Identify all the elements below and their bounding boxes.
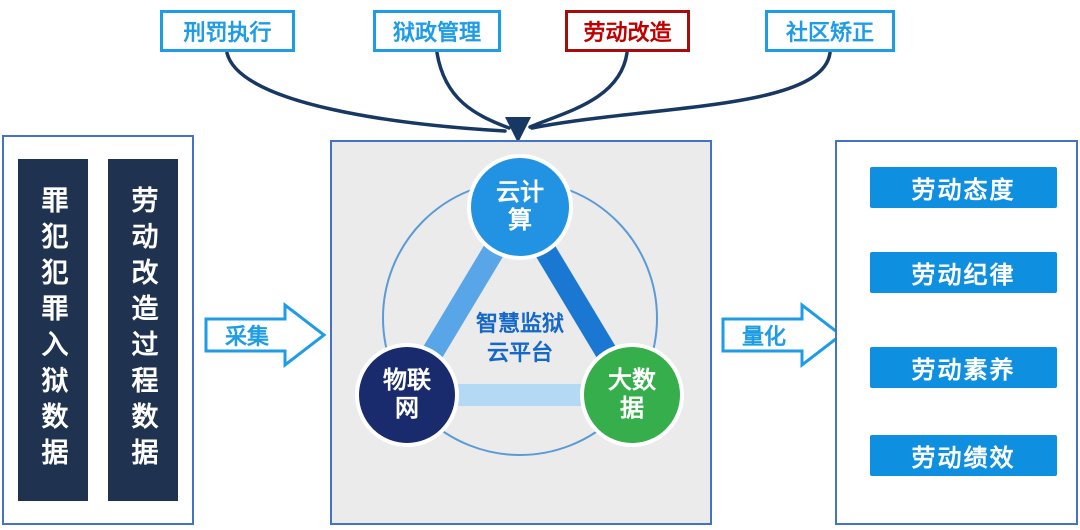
connector-line-4 xyxy=(530,51,832,130)
connector-line-1 xyxy=(225,51,507,133)
labor-quality-item: 劳动素养 xyxy=(870,347,1057,388)
iot-label: 物联网 xyxy=(383,367,431,422)
quantify-arrow: 量化 xyxy=(720,300,844,370)
cloud-platform-panel: 云计算 物联网 大数据 智慧监狱 云平台 xyxy=(330,140,712,525)
iot-node: 物联网 xyxy=(355,343,459,447)
platform-title-line2: 云平台 xyxy=(486,339,553,365)
platform-title-line1: 智慧监狱 xyxy=(475,311,564,336)
crime-data-label: 罪犯犯罪入狱数据 xyxy=(37,186,68,474)
right-arrow-icon xyxy=(721,301,844,369)
labor-discipline-item: 劳动纪律 xyxy=(870,252,1057,293)
collect-arrow: 采集 xyxy=(203,300,327,370)
tag-labor-reform: 劳动改造 xyxy=(565,10,690,52)
collect-arrow-label: 采集 xyxy=(224,324,269,349)
labor-performance-item: 劳动绩效 xyxy=(870,435,1057,476)
tag-community-correction: 社区矫正 xyxy=(765,10,895,52)
cloud-computing-label: 云计算 xyxy=(496,179,544,234)
quantify-arrow-label: 量化 xyxy=(741,324,786,349)
big-data-label: 大数据 xyxy=(608,367,656,422)
tag-prison-administration: 狱政管理 xyxy=(373,10,501,52)
tag-penalty-execution: 刑罚执行 xyxy=(160,10,295,52)
labor-process-data-column: 劳动改造过程数据 xyxy=(108,159,178,501)
connector-line-3 xyxy=(528,51,629,129)
output-panel: 劳动态度 劳动纪律 劳动素养 劳动绩效 xyxy=(835,140,1078,525)
right-arrow-icon xyxy=(204,301,327,369)
big-data-node: 大数据 xyxy=(580,343,684,447)
labor-attitude-item: 劳动态度 xyxy=(870,167,1057,208)
connector-line-2 xyxy=(435,51,511,130)
triangle-edge-bottom xyxy=(407,384,632,406)
input-data-panel: 罪犯犯罪入狱数据 劳动改造过程数据 xyxy=(2,135,194,525)
cloud-computing-node: 云计算 xyxy=(467,154,573,260)
platform-title: 智慧监狱 云平台 xyxy=(450,310,590,367)
labor-process-data-label: 劳动改造过程数据 xyxy=(127,186,158,474)
crime-data-column: 罪犯犯罪入狱数据 xyxy=(18,159,88,501)
